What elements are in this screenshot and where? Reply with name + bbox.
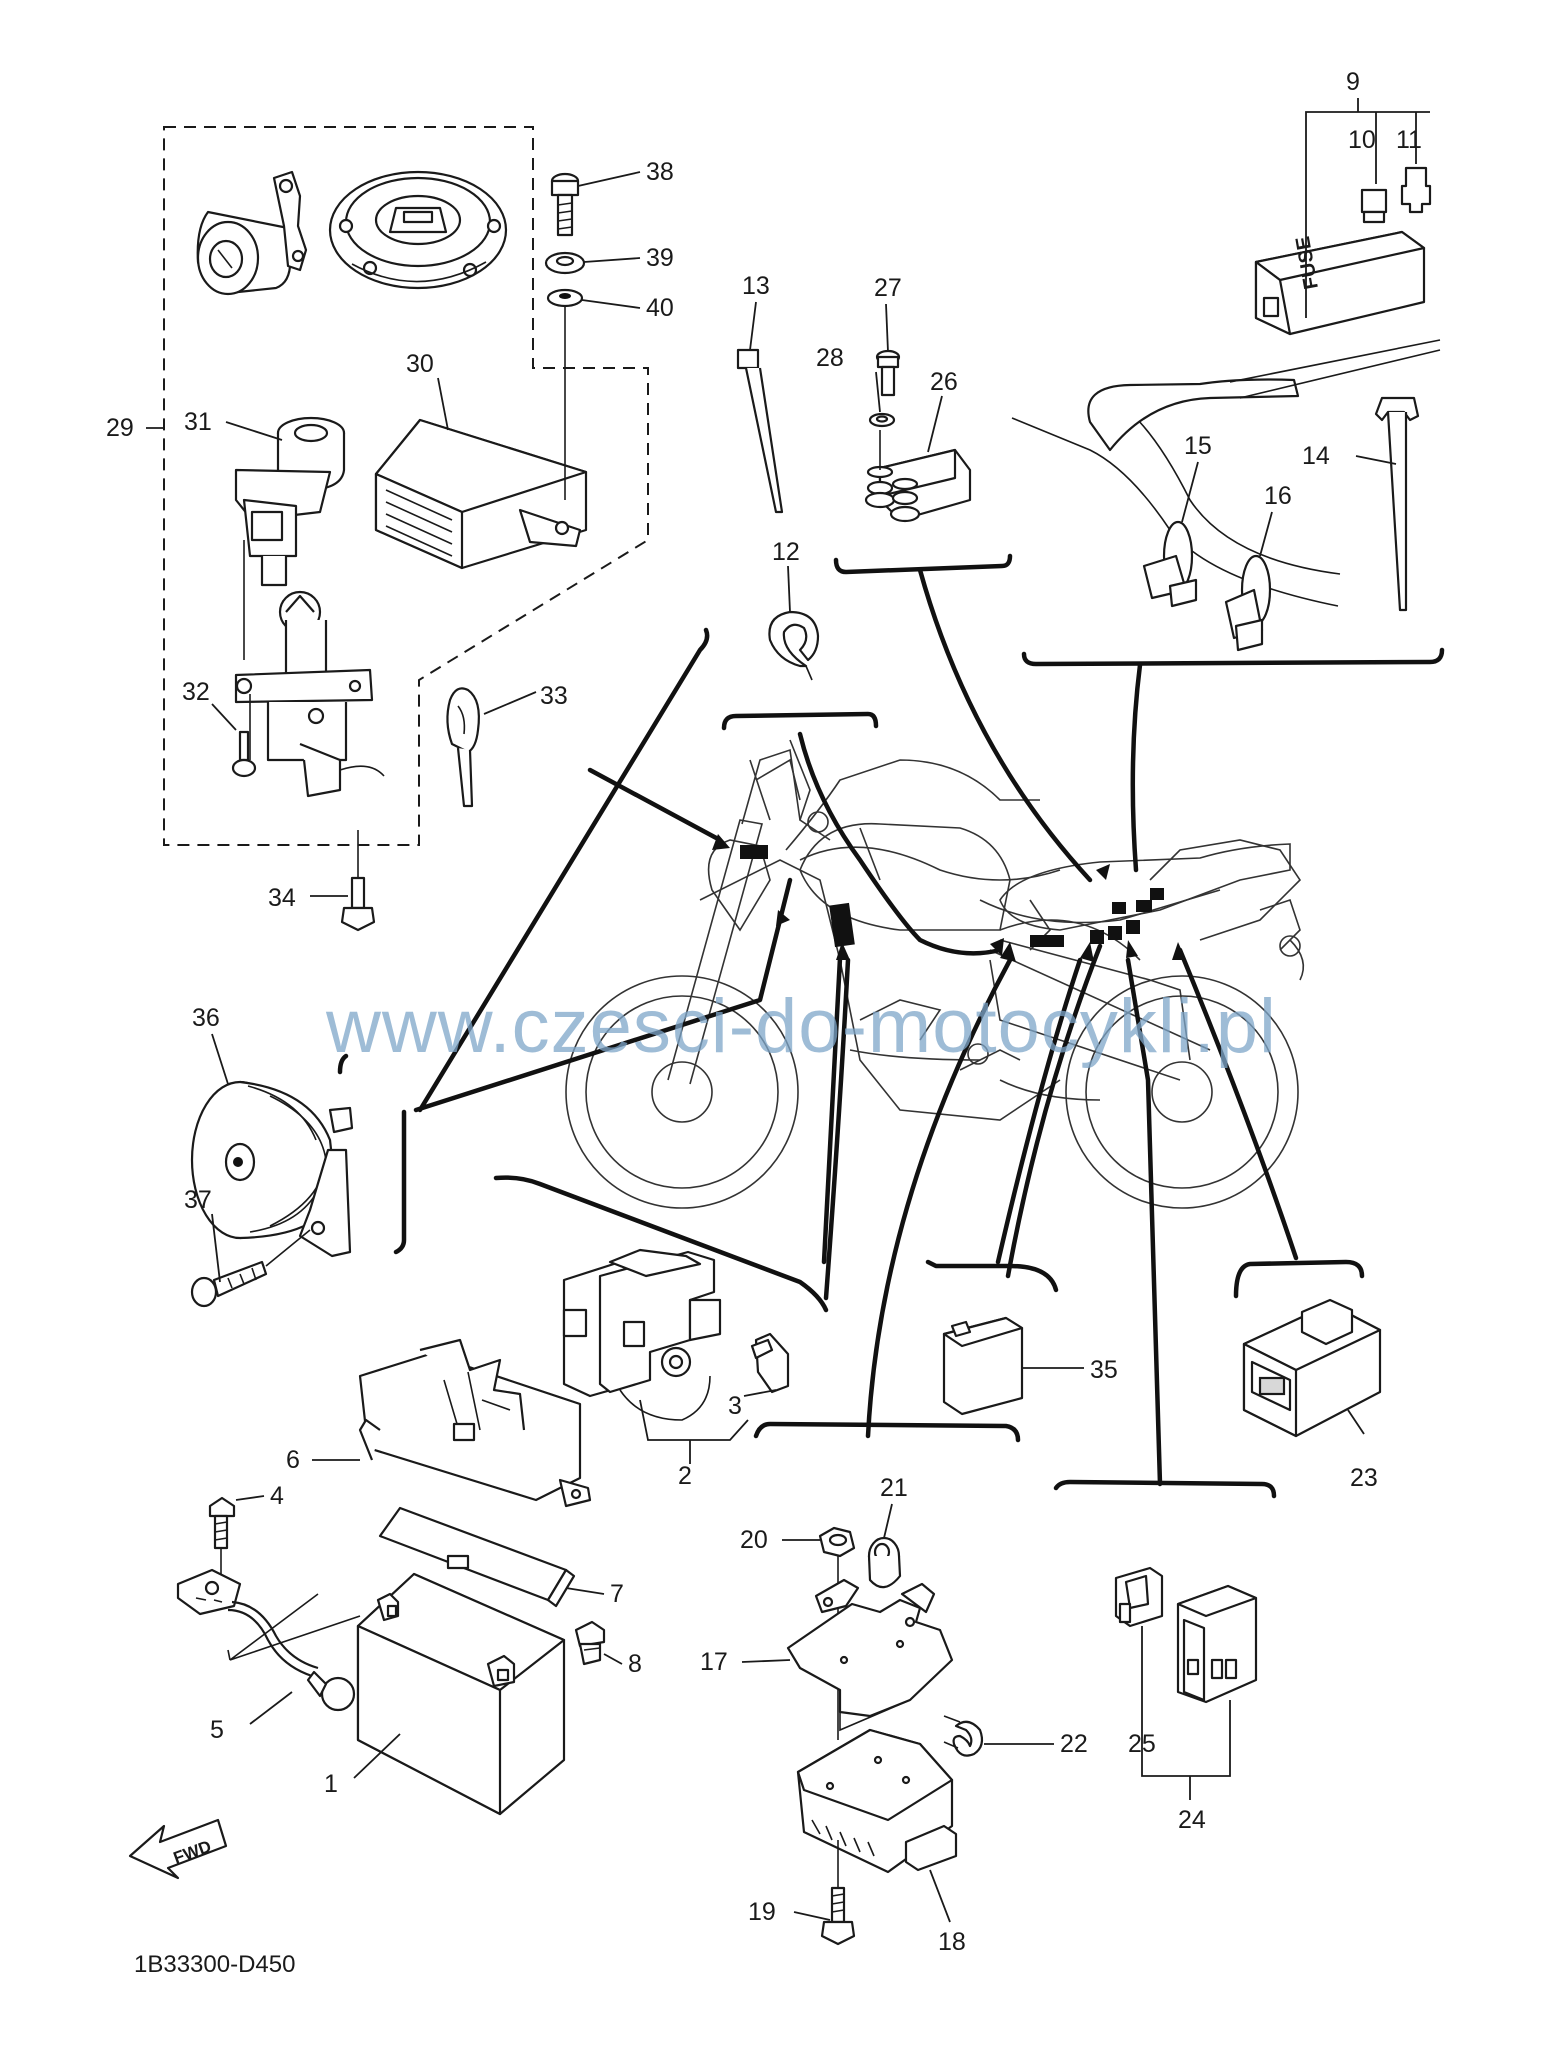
callout-32: 32 — [182, 678, 210, 706]
callout-21: 21 — [880, 1474, 908, 1502]
callout-19: 19 — [748, 1898, 776, 1926]
clip-22-icon — [943, 1715, 984, 1757]
main-switch-icon — [234, 416, 385, 798]
clamp-15-icon — [1142, 520, 1198, 608]
callout-24: 24 — [1178, 1806, 1206, 1834]
clip-12-icon — [768, 610, 820, 681]
callout-4: 4 — [270, 1482, 284, 1510]
flasher-relay-icon — [942, 1316, 1024, 1416]
callout-35: 35 — [1090, 1356, 1118, 1384]
callout-5: 5 — [210, 1716, 224, 1744]
group-leader-lines — [337, 567, 1365, 1499]
callout-25: 25 — [1128, 1730, 1156, 1758]
bolt-4-icon — [208, 1496, 236, 1578]
cable-tie-14-icon — [1374, 396, 1420, 612]
bolt-8-icon — [574, 1620, 606, 1666]
callout-37: 37 — [184, 1186, 212, 1214]
horn-icon — [190, 1080, 354, 1258]
bolt-19-icon — [820, 1840, 856, 1946]
callout-26: 26 — [930, 368, 958, 396]
callout-1: 1 — [324, 1770, 338, 1798]
harness-fusebox-icon — [1011, 339, 1441, 607]
nut-20-icon — [818, 1526, 856, 1558]
relay-24-icon — [1176, 1584, 1258, 1704]
relay-unit-23-icon — [1242, 1298, 1382, 1438]
callout-15: 15 — [1184, 432, 1212, 460]
callout-6: 6 — [286, 1446, 300, 1474]
regulator-26-icon — [864, 448, 972, 523]
callout-leaders — [146, 171, 1397, 1923]
callout-numbers: 1 2 3 4 5 6 7 8 9 10 11 12 13 14 15 16 1… — [106, 68, 1422, 1956]
callout-30: 30 — [406, 350, 434, 378]
damper-21-icon — [867, 1536, 902, 1589]
bolt-27-icon — [875, 349, 901, 397]
fuse-3-icon — [750, 1332, 790, 1394]
callout-38: 38 — [646, 158, 674, 186]
screw-32-icon — [231, 730, 257, 778]
group-bracket-26 — [833, 553, 1013, 575]
callout-12: 12 — [772, 538, 800, 566]
fuse-box-icon: FUSE — [1254, 230, 1426, 336]
bolt-37-icon — [190, 1229, 311, 1308]
motorcycle-outline — [565, 739, 1305, 1209]
callout-7: 7 — [610, 1580, 624, 1608]
ecu-18-icon — [796, 1728, 958, 1874]
battery-icon — [356, 1572, 566, 1816]
callout-3: 3 — [728, 1392, 742, 1420]
callout-28: 28 — [816, 344, 844, 372]
kit-29-dashed-boundary — [163, 126, 649, 846]
callout-9: 9 — [1346, 68, 1360, 96]
callout-8: 8 — [628, 1650, 642, 1678]
callout-34: 34 — [268, 884, 296, 912]
fuse-11-icon — [1400, 166, 1432, 214]
key-icon — [446, 687, 480, 808]
callout-22: 22 — [1060, 1730, 1088, 1758]
callout-18: 18 — [938, 1928, 966, 1956]
fuse-10-icon — [1360, 188, 1388, 224]
callout-13: 13 — [742, 272, 770, 300]
connector-25-icon — [1114, 1566, 1164, 1628]
diagram-code: 1B33300-D450 — [134, 1951, 295, 1978]
group-bracket-12 — [721, 711, 879, 731]
washer-40-icon — [546, 288, 584, 308]
callout-40: 40 — [646, 294, 674, 322]
callout-33: 33 — [540, 682, 568, 710]
callout-23: 23 — [1350, 1464, 1378, 1492]
steering-lock-icon — [196, 170, 308, 296]
callout-11: 11 — [1396, 126, 1422, 154]
callout-14: 14 — [1302, 442, 1330, 470]
callout-2: 2 — [678, 1462, 692, 1490]
callout-20: 20 — [740, 1526, 768, 1554]
callout-16: 16 — [1264, 482, 1292, 510]
negative-lead-icon — [176, 1568, 356, 1712]
starter-relay-icon — [562, 1248, 722, 1421]
cable-tie-13-icon — [736, 348, 784, 514]
callout-27: 27 — [874, 274, 902, 302]
callout-39: 39 — [646, 244, 674, 272]
bracket-17-icon — [786, 1578, 954, 1732]
fwd-arrow-icon: FWD — [128, 1818, 228, 1880]
component-markers — [740, 845, 1164, 948]
watermark-text: www.czesci-do-motocykli.pl — [325, 984, 1277, 1069]
callout-10: 10 — [1348, 126, 1376, 154]
bolt-34-icon — [340, 830, 376, 932]
callout-31: 31 — [184, 408, 212, 436]
washer-39-icon — [544, 251, 586, 275]
battery-plate-icon — [378, 1506, 576, 1608]
callout-29: 29 — [106, 414, 134, 442]
group-bracket-fusebox — [1021, 647, 1445, 667]
bolt-38-icon — [550, 172, 580, 237]
battery-cover-icon — [358, 1338, 592, 1508]
callout-36: 36 — [192, 1004, 220, 1032]
fuel-cap-lock-icon — [328, 170, 508, 290]
cdi-unit-icon — [374, 418, 588, 570]
washer-28-icon — [868, 412, 896, 428]
callout-17: 17 — [700, 1648, 728, 1676]
clamp-16-icon — [1224, 554, 1272, 652]
